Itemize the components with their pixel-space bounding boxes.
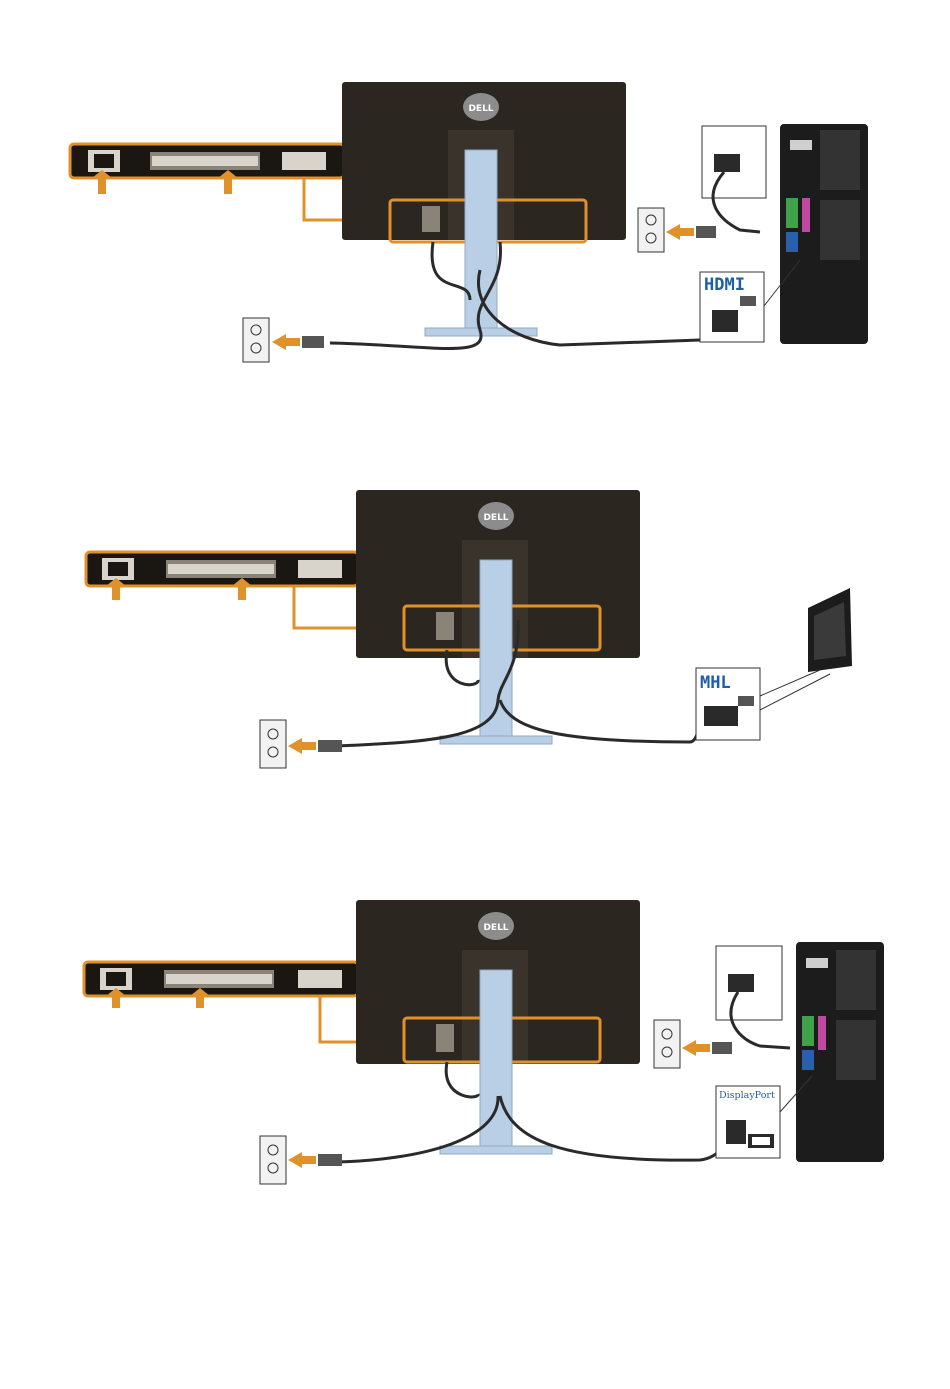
mhl-connector-inset: MHL: [696, 668, 830, 740]
wall-outlet-icon: [260, 1136, 286, 1184]
wall-outlet-icon: [638, 208, 664, 252]
displayport-diagram-svg: DELL DisplayPort: [0, 880, 950, 1200]
wall-outlet-icon: [243, 318, 269, 362]
power-plug-icon: [318, 1154, 342, 1166]
power-plug-icon: [318, 740, 342, 752]
monitor-icon: DELL: [356, 900, 640, 1154]
arrow-icon: [666, 224, 694, 240]
displayport-connection-diagram: DELL DisplayPort: [0, 880, 950, 1200]
tablet-icon: [808, 588, 852, 672]
wall-outlet-icon: [260, 720, 286, 768]
brand-logo: DELL: [483, 513, 508, 523]
power-cable-inset: [716, 946, 790, 1048]
connector-label: DisplayPort: [719, 1090, 775, 1101]
arrow-icon: [288, 1152, 316, 1168]
power-cable-inset: [702, 126, 766, 232]
arrow-icon: [682, 1040, 710, 1056]
brand-logo: DELL: [483, 923, 508, 933]
arrow-icon: [272, 334, 300, 350]
wall-outlet-icon: [654, 1020, 680, 1068]
power-plug-icon: [302, 336, 324, 348]
mhl-connection-diagram: DELL MHL: [0, 470, 950, 790]
hdmi-diagram-svg: DELL HDMI: [0, 60, 950, 380]
power-plug-icon: [728, 974, 754, 992]
power-plug-icon: [714, 154, 740, 172]
hdmi-connection-diagram: DELL HDMI: [0, 60, 950, 380]
connector-label: MHL: [700, 673, 731, 693]
connector-label: HDMI: [704, 275, 745, 295]
pc-tower-icon: [780, 124, 868, 344]
arrow-icon: [288, 738, 316, 754]
mhl-diagram-svg: DELL MHL: [0, 470, 950, 790]
brand-logo: DELL: [468, 104, 493, 114]
pc-tower-icon: [796, 942, 884, 1162]
